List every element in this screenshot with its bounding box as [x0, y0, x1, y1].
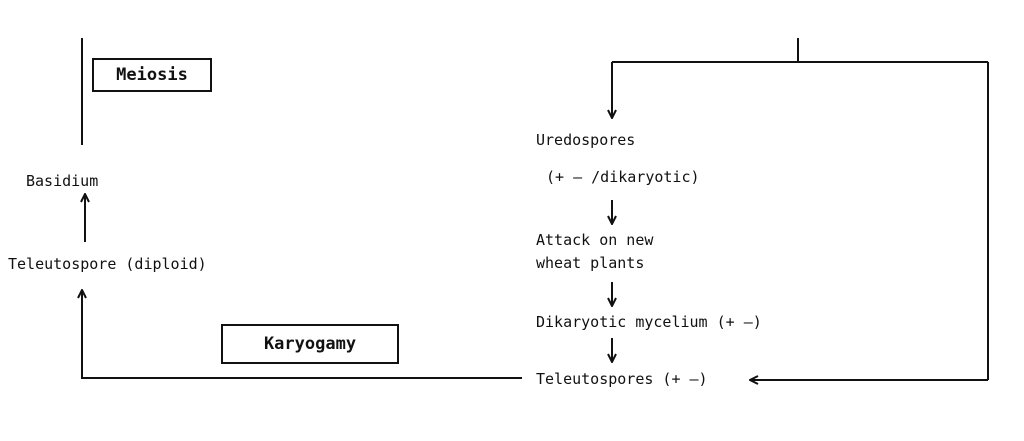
- karyogamy-return-arrow: [82, 290, 522, 379]
- dikaryotic-mycelium-label: Dikaryotic mycelium (+ –): [536, 313, 762, 331]
- attack-line1-label: Attack on new: [536, 231, 654, 249]
- teleutospore-diploid-label: Teleutospore (diploid): [8, 255, 207, 273]
- uredospores-note-label: (+ – /dikaryotic): [546, 168, 700, 186]
- teleutospores-label: Teleutospores (+ –): [536, 370, 708, 388]
- meiosis-label: Meiosis: [116, 65, 188, 85]
- attack-line2-label: wheat plants: [536, 254, 645, 272]
- karyogamy-box: Karyogamy: [221, 324, 399, 364]
- basidium-label: Basidium: [26, 172, 99, 190]
- karyogamy-label: Karyogamy: [263, 334, 357, 354]
- uredospores-label: Uredospores: [536, 131, 636, 149]
- meiosis-box: Meiosis: [92, 58, 212, 92]
